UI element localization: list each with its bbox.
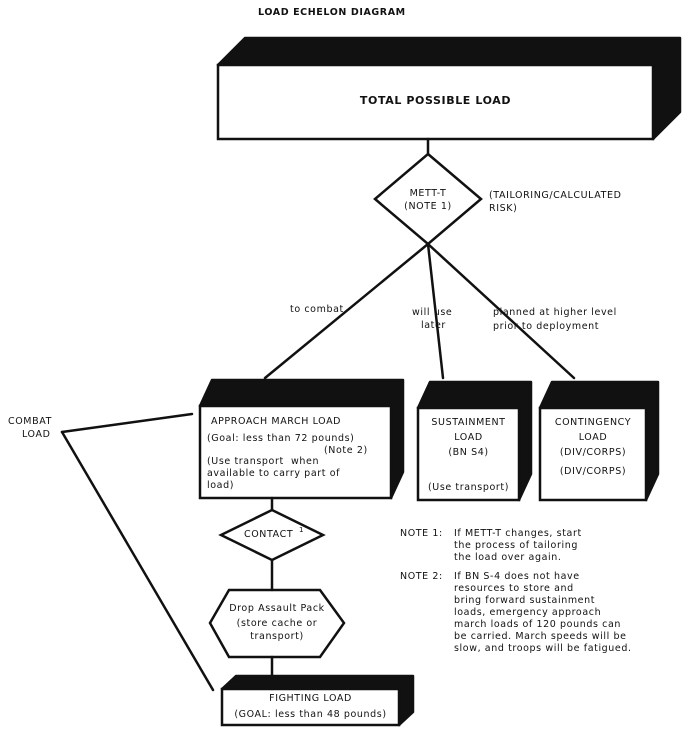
- branch-label-deployment: prior to deployment: [493, 321, 600, 332]
- connector-planned: [426, 242, 576, 380]
- approach-box-line4: available to carry part of: [207, 468, 341, 479]
- approach-box-line5: load): [207, 480, 235, 491]
- approach-box-goal: (Goal: less than 72 pounds): [207, 433, 355, 444]
- tailoring-label-2: RISK): [489, 203, 518, 214]
- branch-label-will-use: will use: [412, 307, 453, 318]
- contingency-box-div-1: (DIV/CORPS): [559, 447, 627, 458]
- tailoring-label: (TAILORING/CALCULATED: [489, 190, 622, 201]
- note2-line: resources to store and: [454, 583, 574, 594]
- contingency-box-title: CONTINGENCY: [554, 417, 632, 428]
- contingency-box-div-2: (DIV/CORPS): [559, 466, 627, 477]
- note2-line: If BN S-4 does not have: [454, 571, 580, 582]
- mett-t-label: METT-T: [409, 188, 447, 199]
- note2-line: march loads of 120 pounds can: [454, 619, 621, 630]
- note1-line: the process of tailoring: [454, 540, 578, 551]
- branch-label-planned: planned at higher level: [493, 307, 617, 318]
- contact-footnote-mark: 1: [299, 526, 305, 534]
- contingency-box-face: [538, 406, 648, 502]
- note2-line: be carried. March speeds will be: [454, 631, 627, 642]
- combat-load-bracket-bottom: [60, 430, 215, 692]
- drop-pack-hexagon: [208, 588, 346, 659]
- combat-load-bracket-top: [60, 412, 194, 434]
- drop-pack-line2: (store cache or: [236, 618, 318, 629]
- contingency-box-load: LOAD: [578, 432, 608, 443]
- diagram-title: LOAD ECHELON DIAGRAM: [258, 7, 406, 18]
- note2-line: loads, emergency approach: [454, 607, 602, 618]
- combat-load-label-2: LOAD: [22, 429, 51, 440]
- sustainment-box-face: [416, 406, 521, 502]
- branch-label-combat: to combat: [290, 304, 344, 315]
- fighting-box-face: [220, 687, 401, 727]
- note1-label: NOTE 1:: [400, 528, 443, 539]
- fighting-box-title: FIGHTING LOAD: [269, 693, 352, 704]
- note2-line: slow, and troops will be fatigued.: [454, 643, 632, 654]
- contact-label: CONTACT: [244, 529, 294, 540]
- connector-to-combat: [263, 242, 430, 380]
- total-box-face: [216, 63, 655, 141]
- approach-box-face: [198, 404, 393, 500]
- total-box-label: TOTAL POSSIBLE LOAD: [359, 94, 512, 107]
- drop-pack-line3: transport): [250, 631, 304, 642]
- note1-line: If METT-T changes, start: [454, 528, 582, 539]
- branch-label-later: later: [421, 320, 446, 331]
- fighting-box-goal: (GOAL: less than 48 pounds): [234, 709, 387, 720]
- approach-box-note: (Note 2): [324, 445, 368, 456]
- approach-box-title: APPROACH MARCH LOAD: [211, 416, 342, 427]
- sustainment-box-bn: (BN S4): [448, 447, 489, 458]
- combat-load-label: COMBAT: [8, 416, 52, 427]
- connector-will-use-later: [426, 242, 445, 380]
- note2-label: NOTE 2:: [400, 571, 443, 582]
- approach-box-line3: (Use transport when: [207, 456, 320, 467]
- drop-pack-title: Drop Assault Pack: [229, 603, 325, 614]
- note2-line: bring forward sustainment: [454, 595, 596, 606]
- note1-line: the load over again.: [454, 552, 562, 563]
- mett-t-note: (NOTE 1): [404, 201, 452, 212]
- sustainment-box-title: SUSTAINMENT: [431, 417, 506, 428]
- sustainment-box-load: LOAD: [454, 432, 483, 443]
- sustainment-box-transport: (Use transport): [427, 482, 510, 493]
